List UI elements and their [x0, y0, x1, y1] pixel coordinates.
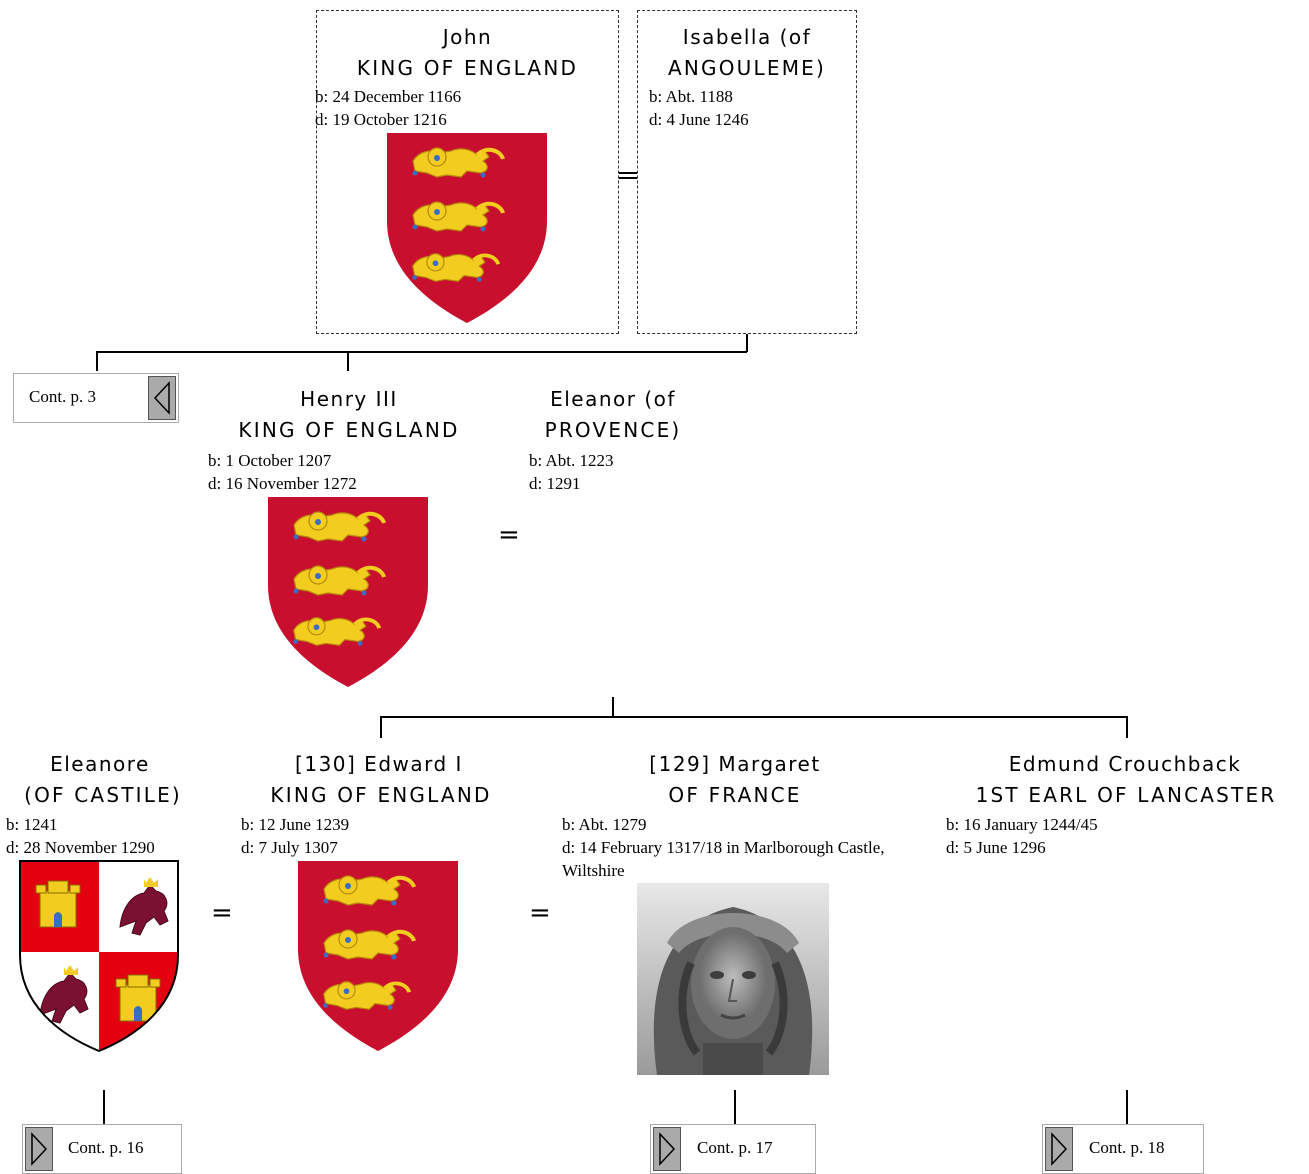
henry-died: d: 16 November 1272	[208, 474, 357, 493]
marriage-symbol-eleanore-edward: =	[211, 898, 233, 928]
edmund-born: b: 16 January 1244/45	[946, 815, 1098, 834]
marriage-line-john-isabella	[619, 172, 637, 174]
isabella-box	[637, 10, 857, 334]
descent-drop-edmund	[1126, 716, 1128, 738]
eleanore-castile-born: b: 1241	[6, 815, 58, 834]
isabella-born: b: Abt. 1188	[649, 87, 733, 106]
cont-p17-label: Cont. p. 17	[697, 1138, 773, 1157]
eleanor-provence-name: Eleanor (of	[550, 387, 676, 411]
eleanor-provence-died: d: 1291	[529, 474, 581, 493]
henry-title: KING OF ENGLAND	[238, 418, 460, 442]
cont-p17-button[interactable]: Cont. p. 17	[650, 1124, 816, 1174]
cont-p16-button[interactable]: Cont. p. 16	[22, 1124, 182, 1174]
henry-name: Henry III	[300, 387, 398, 411]
eleanor-provence-born: b: Abt. 1223	[529, 451, 614, 470]
right-arrow-icon	[653, 1127, 681, 1171]
eleanore-castile-name: Eleanore	[50, 752, 150, 776]
john-born: b: 24 December 1166	[315, 87, 462, 106]
john-coat-of-arms	[385, 131, 550, 326]
john-died: d: 19 October 1216	[315, 110, 447, 129]
sibling-bar-1	[96, 351, 747, 353]
descent-drop-cont17	[734, 1090, 736, 1124]
cont-p3-label: Cont. p. 3	[29, 387, 97, 406]
eleanore-castile-name-line2: (OF CASTILE)	[24, 783, 182, 807]
edward-born: b: 12 June 1239	[241, 815, 350, 834]
isabella-died: d: 4 June 1246	[649, 110, 749, 129]
eleanore-castile-died: d: 28 November 1290	[6, 838, 155, 857]
marriage-symbol-edward-margaret: =	[529, 898, 551, 928]
cont-p18-button[interactable]: Cont. p. 18	[1042, 1124, 1204, 1174]
margaret-born: b: Abt. 1279	[562, 815, 647, 834]
descent-drop-cont3	[96, 351, 98, 371]
edward-died: d: 7 July 1307	[241, 838, 338, 857]
margaret-title: OF FRANCE	[668, 783, 802, 807]
edward-title: KING OF ENGLAND	[270, 783, 492, 807]
henry-coat-of-arms	[266, 495, 431, 690]
john-title: KING OF ENGLAND	[356, 56, 579, 80]
eleanore-castile-coat-of-arms	[19, 860, 179, 1053]
eleanor-provence-name-line2: PROVENCE)	[544, 418, 682, 442]
descent-stem-1	[746, 334, 748, 352]
edmund-died: d: 5 June 1296	[946, 838, 1046, 857]
marriage-line-john-isabella-2	[619, 177, 637, 179]
margaret-portrait	[637, 883, 829, 1075]
sibling-bar-2	[380, 716, 1127, 718]
left-arrow-icon	[148, 376, 176, 420]
descent-drop-cont16	[103, 1090, 105, 1124]
marriage-symbol-henry-eleanor: =	[498, 520, 520, 550]
edward-coat-of-arms	[296, 859, 461, 1054]
john-box	[316, 10, 619, 334]
edward-name: [130] Edward I	[295, 752, 463, 776]
descent-stem-2	[612, 697, 614, 717]
right-arrow-icon	[25, 1127, 53, 1171]
margaret-died: d: 14 February 1317/18 in Marlborough Ca…	[562, 838, 885, 880]
henry-born: b: 1 October 1207	[208, 451, 332, 470]
edmund-title: 1ST EARL OF LANCASTER	[975, 783, 1277, 807]
john-name: John	[442, 25, 493, 49]
descent-drop-henry	[347, 351, 349, 371]
edmund-name: Edmund Crouchback	[1008, 752, 1242, 776]
right-arrow-icon	[1045, 1127, 1073, 1171]
descent-drop-edward	[380, 716, 382, 738]
isabella-name-line2: ANGOULEME)	[668, 56, 826, 80]
cont-p3-button[interactable]: Cont. p. 3	[13, 373, 179, 423]
cont-p18-label: Cont. p. 18	[1089, 1138, 1165, 1157]
descent-drop-cont18	[1126, 1090, 1128, 1124]
cont-p16-label: Cont. p. 16	[68, 1138, 144, 1157]
isabella-name: Isabella (of	[682, 25, 812, 49]
margaret-name: [129] Margaret	[649, 752, 821, 776]
